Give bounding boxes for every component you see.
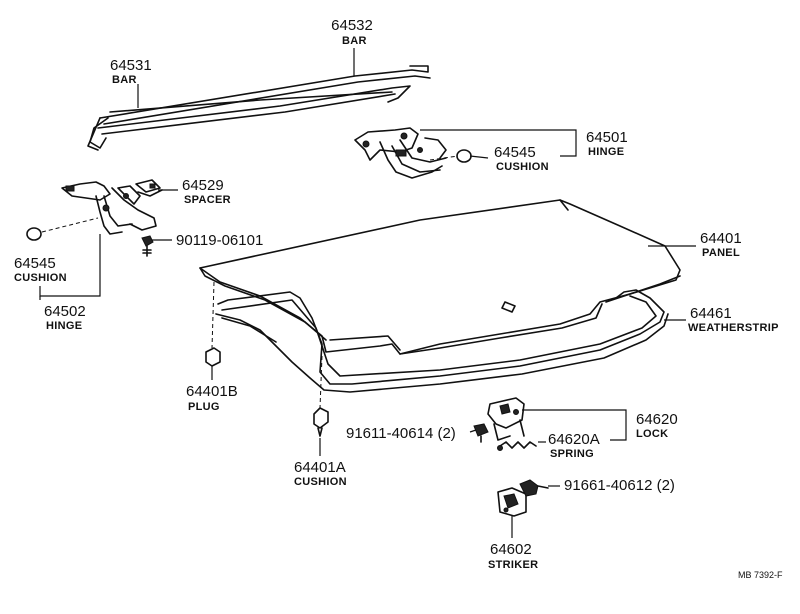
part-number: 64529 (182, 177, 224, 194)
part-label: STRIKER (488, 559, 538, 571)
bolt-91611-40614 (473, 423, 489, 443)
spring-64620A (497, 441, 537, 451)
callout-64401B: 64401B PLUG (186, 383, 238, 413)
callout-64502: 64502 HINGE (44, 303, 86, 332)
part-number: 91611-40614 (2) (346, 425, 456, 442)
callout-64401A: 64401A CUSHION (294, 459, 347, 488)
part-label: CUSHION (496, 161, 549, 173)
part-label: SPACER (184, 194, 231, 206)
callout-64532: 64532 BAR (331, 17, 373, 47)
callout-64529: 64529 SPACER (182, 177, 231, 206)
callout-64620A: 64620A SPRING (548, 431, 600, 460)
cushion-64401A (313, 355, 329, 437)
torsion-bar-64531 (89, 85, 411, 149)
callout-64620: 64620 LOCK (636, 411, 678, 440)
callout-64545-right: 64545 CUSHION (494, 144, 549, 173)
right-hinge-64501 (354, 127, 447, 179)
part-label: HINGE (46, 320, 82, 332)
part-label: PLUG (188, 401, 220, 413)
part-label: BAR (112, 74, 137, 86)
cushion-64545-left (26, 217, 99, 241)
part-number: 64461 (690, 305, 732, 322)
bolt-90119-06101 (141, 235, 154, 257)
part-number: 64501 (586, 129, 628, 146)
part-number: 64532 (331, 17, 373, 34)
part-label: BAR (342, 35, 367, 47)
spacer-64529 (135, 179, 163, 197)
part-label: CUSHION (14, 272, 67, 284)
callout-91661-40612: 91661-40612 (2) (564, 477, 675, 494)
part-number: 64620 (636, 411, 678, 428)
part-number: 90119-06101 (176, 232, 263, 249)
callout-64545-left: 64545 CUSHION (14, 255, 67, 284)
trunk-lid-panel-64401 (199, 199, 681, 355)
part-number: 64545 (14, 255, 56, 272)
plug-64401B (205, 281, 221, 367)
part-label: LOCK (636, 428, 668, 440)
part-label: PANEL (702, 247, 740, 259)
part-number: 64502 (44, 303, 86, 320)
leader-lines (39, 48, 696, 538)
callout-90119-06101: 90119-06101 (176, 232, 263, 249)
part-label: CUSHION (294, 476, 347, 488)
left-hinge-64502 (61, 181, 157, 235)
callout-64531: 64531 BAR (110, 57, 152, 86)
callout-64602: 64602 STRIKER (488, 541, 538, 571)
part-number: 64401 (700, 230, 742, 247)
striker-64602 (497, 479, 549, 517)
callout-64401: 64401 PANEL (700, 230, 742, 259)
part-label: HINGE (588, 146, 624, 158)
callout-91611-40614: 91611-40614 (2) (346, 425, 456, 442)
part-number: 64545 (494, 144, 536, 161)
part-number: 64531 (110, 57, 152, 74)
callout-64461: 64461 WEATHERSTRIP (688, 305, 779, 334)
callout-64501: 64501 HINGE (586, 129, 628, 158)
part-number: 64620A (548, 431, 600, 448)
part-label: WEATHERSTRIP (688, 322, 779, 334)
weatherstrip-64461 (215, 289, 669, 393)
part-number: 91661-40612 (2) (564, 477, 675, 494)
part-number: 64401A (294, 459, 346, 476)
part-number: 64602 (490, 541, 532, 558)
part-label: SPRING (550, 448, 594, 460)
lock-64620 (487, 397, 525, 441)
part-number: 64401B (186, 383, 238, 400)
diagram-reference: MB 7392-F (738, 570, 783, 580)
